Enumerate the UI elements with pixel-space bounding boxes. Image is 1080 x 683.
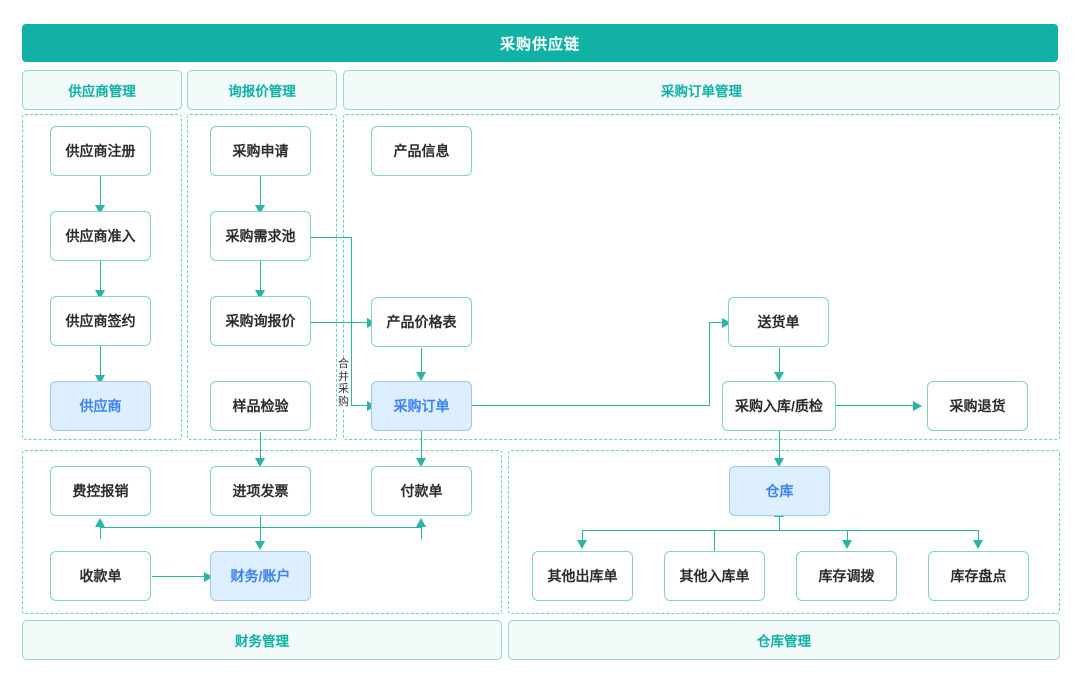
edge-inbound-to-return <box>831 405 916 407</box>
edge-down-to-input-invoice <box>260 432 262 465</box>
node-stock-count[interactable]: 库存盘点 <box>928 551 1029 601</box>
arrowhead-down <box>774 458 784 467</box>
node-supplier-register[interactable]: 供应商注册 <box>50 126 151 176</box>
node-finance-account[interactable]: 财务/账户 <box>210 551 311 601</box>
arrowhead-down <box>95 290 105 299</box>
arrowhead-down <box>973 540 983 549</box>
arrowhead-down <box>255 205 265 214</box>
edge-receipt-to-finance <box>152 576 208 578</box>
arrowhead-right <box>913 400 922 411</box>
node-receipt-note[interactable]: 收款单 <box>50 551 151 601</box>
edge-invoice-to-finance <box>260 516 262 548</box>
edge-order-to-payment <box>421 431 423 465</box>
edge-bus-to-stock-transfer <box>847 530 849 544</box>
diagram-title: 采购供应链 <box>22 24 1058 62</box>
edge-pool-right <box>311 237 352 239</box>
arrowhead-up <box>95 518 105 527</box>
edge-bus-to-other-inbound <box>714 530 716 552</box>
node-other-inbound[interactable]: 其他入库单 <box>664 551 765 601</box>
node-supplier-contract[interactable]: 供应商签约 <box>50 296 151 346</box>
edge-order-right <box>472 405 710 407</box>
node-demand-pool[interactable]: 采购需求池 <box>210 211 311 261</box>
edge-contract-to-supplier <box>100 346 102 384</box>
node-other-outbound[interactable]: 其他出库单 <box>532 551 633 601</box>
node-supplier-access[interactable]: 供应商准入 <box>50 211 151 261</box>
node-warehouse[interactable]: 仓库 <box>729 466 830 516</box>
arrowhead-down <box>774 372 784 381</box>
edge-pricelist-to-order <box>421 348 423 380</box>
edge-inquiry-to-pricelist <box>311 322 371 324</box>
zone-order <box>343 114 1060 440</box>
arrowhead-down <box>255 458 265 467</box>
group-header-warehouse[interactable]: 仓库管理 <box>508 620 1060 660</box>
edge-pool-down <box>351 237 353 406</box>
group-header-rfq[interactable]: 询报价管理 <box>187 70 337 110</box>
node-stock-transfer[interactable]: 库存调拨 <box>796 551 897 601</box>
edge-order-up <box>709 322 711 406</box>
node-sample-check[interactable]: 样品检验 <box>210 381 311 431</box>
edge-order-into-delivery <box>709 322 727 324</box>
arrowhead-down <box>255 541 265 550</box>
arrowhead-right <box>722 317 731 328</box>
arrowhead-down <box>255 290 265 299</box>
node-input-invoice[interactable]: 进项发票 <box>210 466 311 516</box>
node-inbound-qc[interactable]: 采购入库/质检 <box>722 381 836 431</box>
arrowhead-down <box>577 540 587 549</box>
edge-bus-to-warehouse <box>779 516 781 531</box>
zone-warehouse <box>508 450 1060 614</box>
arrowhead-right <box>204 571 213 582</box>
node-inquiry-quote[interactable]: 采购询报价 <box>210 296 311 346</box>
edge-bus-to-expense <box>100 527 102 539</box>
arrowhead-down <box>416 372 426 381</box>
group-header-finance[interactable]: 财务管理 <box>22 620 502 660</box>
node-purchase-order[interactable]: 采购订单 <box>371 381 472 431</box>
arrowhead-down <box>95 205 105 214</box>
arrowhead-up <box>416 518 426 527</box>
arrowhead-down <box>842 540 852 549</box>
node-purchase-return[interactable]: 采购退货 <box>927 381 1028 431</box>
node-price-list[interactable]: 产品价格表 <box>371 297 472 347</box>
zone-rfq <box>187 114 337 440</box>
edge-access-to-contract <box>100 261 102 299</box>
arrowhead-down <box>95 375 105 384</box>
edge-bus-to-stock-count <box>978 530 980 544</box>
node-payment-note[interactable]: 付款单 <box>371 466 472 516</box>
group-header-order[interactable]: 采购订单管理 <box>343 70 1060 110</box>
group-header-supplier[interactable]: 供应商管理 <box>22 70 182 110</box>
zone-supplier <box>22 114 182 440</box>
edge-inbound-to-warehouse <box>779 431 781 465</box>
edge-pool-to-inquiry <box>260 261 262 299</box>
edge-label-merge-purchase: 合并采购 <box>337 358 350 408</box>
edge-delivery-to-inbound <box>779 348 781 380</box>
zone-finance <box>22 450 502 614</box>
edge-bus-to-other-outbound <box>582 530 584 544</box>
node-expense-claim[interactable]: 费控报销 <box>50 466 151 516</box>
node-supplier[interactable]: 供应商 <box>50 381 151 431</box>
arrowhead-down <box>416 458 426 467</box>
node-delivery-note[interactable]: 送货单 <box>728 297 829 347</box>
node-product-info[interactable]: 产品信息 <box>371 126 472 176</box>
node-purchase-request[interactable]: 采购申请 <box>210 126 311 176</box>
edge-pool-into-order <box>351 405 375 407</box>
edge-bus-to-payment <box>421 527 423 539</box>
edge-register-to-access <box>100 176 102 214</box>
edge-request-to-pool <box>260 176 262 214</box>
